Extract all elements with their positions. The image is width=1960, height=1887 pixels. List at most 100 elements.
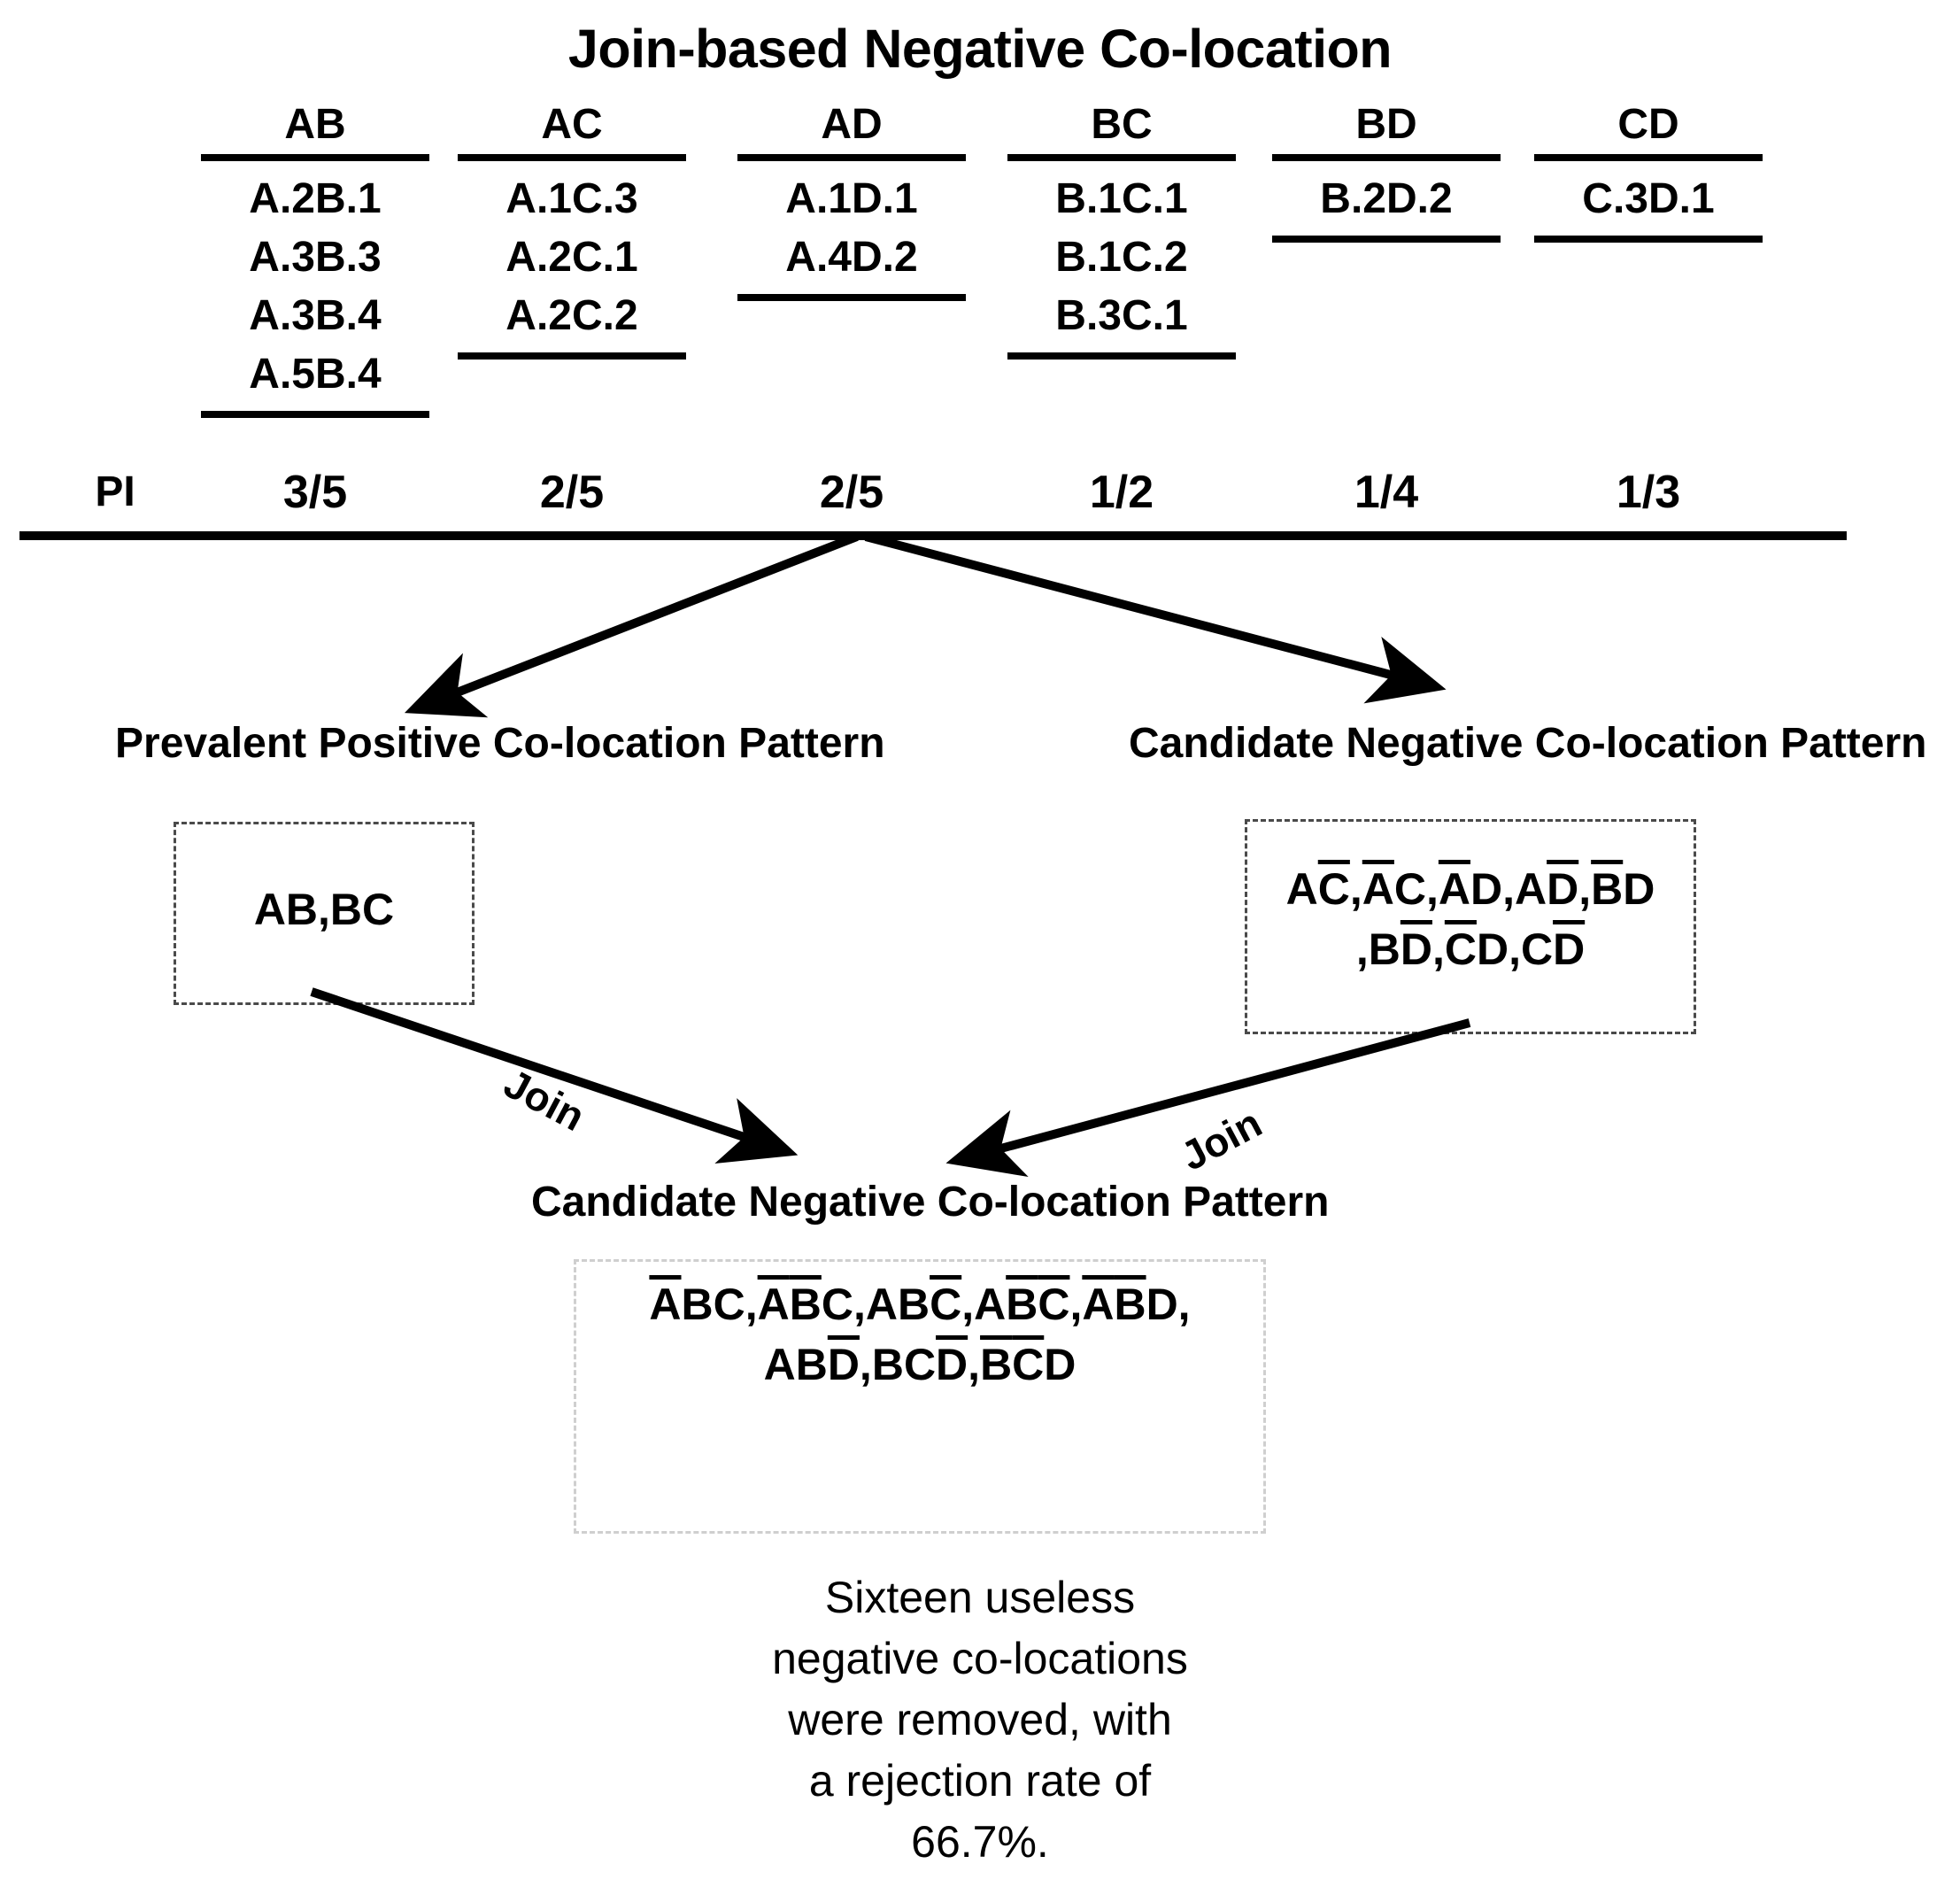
result-l2-char-0: A <box>763 1340 796 1389</box>
candidate-negative-patterns-line2: ,BD,CD,CD <box>1247 919 1694 979</box>
column-header: CD <box>1617 101 1679 148</box>
column-header: AC <box>541 101 603 148</box>
join-label-right: Join <box>1173 1099 1269 1179</box>
prevalent-positive-heading: Prevalent Positive Co-location Pattern <box>115 720 885 767</box>
arrow-to-negative <box>864 532 1447 704</box>
result-l2-char-4: B <box>871 1340 904 1389</box>
table-cell: B.1C.2 <box>1055 234 1188 281</box>
cand-neg-l1-char-1: C <box>1317 864 1350 914</box>
column-bottom-rule <box>1534 236 1763 243</box>
table-bottom-rule <box>19 531 1847 540</box>
cand-neg-l1-char-13: D <box>1623 864 1655 914</box>
result-l1-char-18: D <box>1146 1280 1178 1329</box>
result-l1-char-12: A <box>974 1280 1007 1329</box>
table-cell: A.3B.4 <box>249 292 382 339</box>
caption-line-1: negative co-locations <box>772 1634 1188 1683</box>
cand-neg-l2-char-5: D <box>1476 924 1509 974</box>
cand-neg-l1-char-12: B <box>1591 864 1624 914</box>
result-l1-char-7: , <box>853 1280 866 1329</box>
pi-value-ac: 2/5 <box>539 467 605 518</box>
result-l1-char-13: B <box>1006 1280 1038 1329</box>
cand-neg-l1-char-10: D <box>1547 864 1579 914</box>
result-l1-char-15: , <box>1069 1280 1083 1329</box>
result-l1-char-9: B <box>897 1280 930 1329</box>
column-bottom-rule <box>458 352 686 360</box>
table-cell: A.4D.2 <box>785 234 918 281</box>
cand-neg-l1-char-6: A <box>1438 864 1470 914</box>
pi-value-bd: 1/4 <box>1354 467 1419 518</box>
result-l1-char-14: C <box>1038 1280 1070 1329</box>
cand-neg-l2-char-8: D <box>1553 924 1586 974</box>
pi-value-bc: 1/2 <box>1089 467 1154 518</box>
cand-neg-l2-char-2: D <box>1400 924 1432 974</box>
page-title: Join-based Negative Co-location <box>567 19 1393 79</box>
result-l1-char-4: A <box>757 1280 790 1329</box>
cand-neg-l1-char-2: , <box>1349 864 1362 914</box>
result-l1-char-16: A <box>1082 1280 1115 1329</box>
pi-value-ab: 3/5 <box>282 467 348 518</box>
result-l2-char-8: B <box>980 1340 1013 1389</box>
column-header: AB <box>284 101 346 148</box>
result-l2-char-10: D <box>1044 1340 1076 1389</box>
result-l2-char-1: B <box>795 1340 828 1389</box>
column-bottom-rule <box>1007 352 1236 360</box>
column-top-rule <box>201 154 429 161</box>
caption-line-4: 66.7%. <box>911 1817 1049 1867</box>
cand-neg-l1-char-11: , <box>1578 864 1592 914</box>
caption-line-0: Sixteen useless <box>824 1573 1136 1622</box>
column-top-rule <box>737 154 966 161</box>
table-cell: B.3C.1 <box>1055 292 1188 339</box>
caption-line-3: a rejection rate of <box>808 1756 1152 1806</box>
result-l2-char-3: , <box>859 1340 872 1389</box>
column-bottom-rule <box>201 411 429 418</box>
column-top-rule <box>1534 154 1763 161</box>
cand-neg-l2-char-6: , <box>1509 924 1521 974</box>
result-box: ABC,ABC,ABC,ABC,ABD, ABD,BCD,BCD <box>574 1259 1266 1534</box>
column-header: BC <box>1091 101 1153 148</box>
table-cell: A.2C.1 <box>505 234 638 281</box>
table-cell: A.1D.1 <box>785 175 918 222</box>
pi-label: PI <box>95 468 135 515</box>
result-l1-char-11: , <box>961 1280 975 1329</box>
cand-neg-l2-char-7: C <box>1520 924 1554 974</box>
result-l1-char-2: C <box>713 1280 745 1329</box>
result-l1-char-6: C <box>821 1280 853 1329</box>
table-cell: A.5B.4 <box>249 351 382 398</box>
prevalent-positive-patterns: AB,BC <box>253 885 395 934</box>
cand-neg-l2-char-0: , <box>1355 924 1369 974</box>
column-header: AD <box>821 101 883 148</box>
result-patterns-line1: ABC,ABC,ABC,ABC,ABD, <box>576 1274 1263 1334</box>
column-bottom-rule <box>1272 236 1501 243</box>
result-l1-char-19: , <box>1177 1280 1191 1329</box>
prevalent-positive-box: AB,BC <box>174 822 475 1005</box>
table-cell: B.2D.2 <box>1320 175 1453 222</box>
cand-neg-l1-char-8: , <box>1502 864 1516 914</box>
cand-neg-l1-char-3: A <box>1362 864 1394 914</box>
cand-neg-l1-char-5: , <box>1425 864 1439 914</box>
candidate-negative-patterns-line1: AC,AC,AD,AD,BD <box>1247 859 1694 919</box>
table-cell: C.3D.1 <box>1582 175 1715 222</box>
cand-neg-l2-char-4: C <box>1444 924 1477 974</box>
result-l2-char-9: C <box>1012 1340 1045 1389</box>
column-top-rule <box>1007 154 1236 161</box>
result-l2-char-5: C <box>903 1340 937 1389</box>
column-top-rule <box>1272 154 1501 161</box>
table-cell: A.1C.3 <box>505 175 638 222</box>
cand-neg-l2-char-3: , <box>1431 924 1445 974</box>
table-cell: A.2B.1 <box>249 175 382 222</box>
cand-neg-l1-char-7: D <box>1470 864 1503 914</box>
table-column-cd: CD C.3D.1 <box>1530 99 1767 243</box>
table-cell: A.3B.3 <box>249 234 382 281</box>
cand-neg-l1-char-4: C <box>1393 864 1426 914</box>
result-heading: Candidate Negative Co-location Pattern <box>531 1179 1330 1226</box>
result-l1-char-5: B <box>789 1280 822 1329</box>
table-cell: A.2C.2 <box>505 292 638 339</box>
